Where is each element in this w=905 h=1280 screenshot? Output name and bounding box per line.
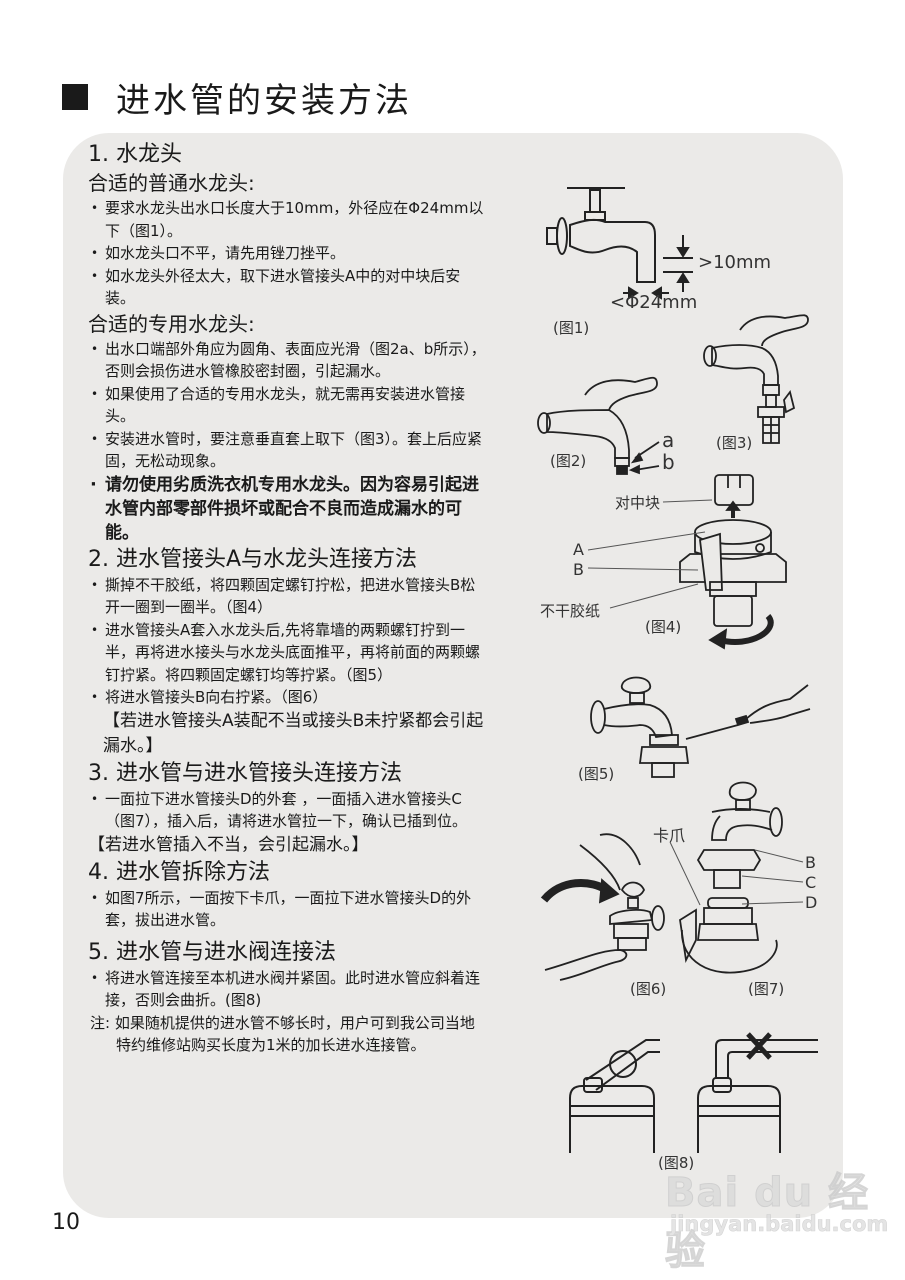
instructions-column: 1. 水龙头 合适的普通水龙头: 要求水龙头出水口长度大于10mm，外径应在Φ2… bbox=[88, 140, 488, 1057]
list-item: 进水管接头A套入水龙头后,先将靠墙的两颗螺钉拧到一半，再将进水接头与水龙头底面推… bbox=[88, 619, 488, 687]
callout-B-fig7: B bbox=[805, 853, 816, 872]
list-item: 安装进水管时，要注意垂直套上取下（图3）。套上后应紧固，无松动现象。 bbox=[88, 428, 488, 473]
connector-assembly-icon bbox=[679, 474, 787, 650]
fig6-label: (图6) bbox=[630, 980, 667, 998]
fig7-label: (图7) bbox=[748, 980, 785, 998]
list-item: 如图7所示，一面按下卡爪，一面拉下进水管接头D的外套，拔出进水管。 bbox=[88, 887, 488, 932]
inlet-valve-angle-icon bbox=[569, 1032, 818, 1153]
section-5-heading: 5. 进水管与进水阀连接法 bbox=[88, 939, 336, 965]
faucet-spout-icon bbox=[537, 376, 660, 475]
hand-twist-connector-icon bbox=[540, 833, 665, 981]
leader-lines-fig4 bbox=[587, 499, 713, 609]
fig3-label: (图3) bbox=[716, 434, 753, 452]
list-item: 将进水管接头B向右拧紧。（图6） bbox=[88, 686, 488, 709]
special-faucet-heading: 合适的专用水龙头: bbox=[88, 311, 255, 336]
callout-a: a bbox=[662, 428, 675, 452]
watermark-brand: Bai du 经验 bbox=[665, 1170, 870, 1275]
title-bullet-square bbox=[62, 84, 88, 110]
dim-length-label: >10mm bbox=[698, 252, 772, 273]
hose-insert-icon bbox=[679, 781, 783, 974]
list-item: 将进水管连接至本机进水阀并紧固。此时进水管应斜着连接，否则会曲折。(图8) bbox=[88, 967, 488, 1012]
fig5-label: (图5) bbox=[578, 765, 615, 783]
fig8-label: (图8) bbox=[658, 1154, 695, 1172]
page-number: 10 bbox=[52, 1210, 80, 1235]
list-item: 如果使用了合适的专用水龙头，就无需再安装进水管接头。 bbox=[88, 383, 488, 428]
bracket-warning: 【若进水管插入不当，会引起漏水。】 bbox=[88, 834, 369, 855]
section-2-heading: 2. 进水管接头A与水龙头连接方法 bbox=[88, 546, 418, 572]
callout-C-fig7: C bbox=[805, 873, 817, 892]
callout-B: B bbox=[573, 560, 584, 579]
faucet-with-connector-icon bbox=[703, 314, 809, 444]
leader-lines-fig7 bbox=[669, 841, 804, 906]
list-item: 如水龙头外径太大，取下进水管接头A中的对中块后安装。 bbox=[88, 265, 488, 310]
section-4-heading: 4. 进水管拆除方法 bbox=[88, 859, 270, 885]
list-item: 如水龙头口不平，请先用锉刀挫平。 bbox=[88, 242, 488, 265]
baidu-watermark: Bai du 经验 jingyan.baidu.com bbox=[655, 1140, 889, 1275]
callout-centering-block: 对中块 bbox=[615, 494, 661, 512]
callout-tape: 不干胶纸 bbox=[540, 602, 601, 620]
callout-b: b bbox=[662, 450, 675, 474]
watermark-url: jingyan.baidu.com bbox=[670, 1212, 889, 1237]
screwdriver-tighten-icon bbox=[590, 676, 811, 778]
list-item: 出水口端部外角应为圆角、表面应光滑（图2a、b所示），否则会损伤进水管橡胶密封圈… bbox=[88, 338, 488, 383]
faucet-dimension-icon bbox=[546, 187, 693, 300]
footnote: 注: 如果随机提供的进水管不够长时，用户可到我公司当地特约维修站购买长度为1米的… bbox=[90, 1013, 475, 1055]
normal-faucet-heading: 合适的普通水龙头: bbox=[88, 171, 255, 195]
page-title-text: 进水管的安装方法 bbox=[116, 80, 412, 121]
fig2-label: (图2) bbox=[550, 452, 587, 470]
fig1-label: (图1) bbox=[553, 319, 590, 337]
section-3-heading: 3. 进水管与进水管接头连接方法 bbox=[88, 760, 402, 786]
figures-column: >10mm <Φ24mm (图1) (图3) a b (图2) bbox=[520, 160, 850, 1180]
list-item: 一面拉下进水管接头D的外套 ，一面插入进水管接头C（图7），插入后，请将进水管拉… bbox=[88, 788, 488, 833]
page-title: 进水管的安装方法 bbox=[62, 72, 412, 122]
list-item: 撕掉不干胶纸，将四颗固定螺钉拧松，把进水管接头B松开一圈到一圈半。（图4） bbox=[88, 574, 488, 619]
callout-claw: 卡爪 bbox=[653, 826, 686, 845]
callout-D-fig7: D bbox=[805, 893, 818, 912]
dim-diameter-label: <Φ24mm bbox=[610, 292, 698, 313]
section-1-heading: 1. 水龙头 bbox=[88, 142, 182, 167]
callout-A: A bbox=[573, 540, 584, 559]
fig4-label: (图4) bbox=[645, 618, 682, 636]
bold-warning: 请勿使用劣质洗衣机专用水龙头。因为容易引起进水管内部零部件损坏或配合不良而造成漏… bbox=[88, 473, 488, 545]
bracket-warning: 【若进水管接头A装配不当或接头B未拧紧都会引起漏水。】 bbox=[103, 710, 484, 756]
list-item: 要求水龙头出水口长度大于10mm，外径应在Φ24mm以下（图1）。 bbox=[88, 197, 488, 242]
